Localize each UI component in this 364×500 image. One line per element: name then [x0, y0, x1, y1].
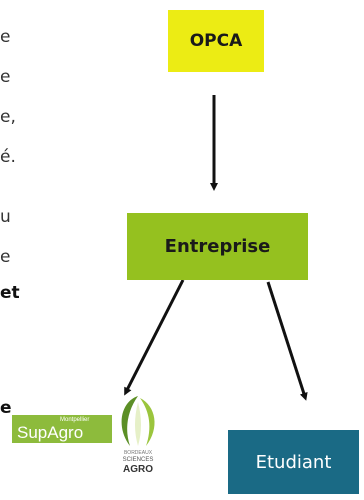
supagro-logo: Montpellier SupAgro — [12, 415, 112, 443]
bsa-logo-line1: BORDEAUX — [123, 450, 153, 456]
arrow-entreprise-to-school — [124, 279, 185, 396]
text-fragment-2: e — [0, 67, 11, 87]
node-etudiant: Etudiant — [228, 430, 359, 494]
bsa-logo-line3: AGRO — [123, 464, 153, 475]
text-fragment-8: e — [0, 398, 12, 418]
bordeaux-sciences-agro-logo: BORDEAUX SCIENCES AGRO — [110, 392, 166, 500]
arrow-entreprise-to-etudiant — [266, 281, 308, 401]
leaf-icon — [121, 396, 155, 446]
text-fragment-7: et — [0, 283, 20, 303]
supagro-logo-text: SupAgro — [17, 423, 84, 442]
node-entreprise: Entreprise — [127, 213, 308, 280]
text-fragment-5: u — [0, 207, 11, 227]
bsa-logo-line2: SCIENCES — [122, 457, 154, 463]
node-opca: OPCA — [168, 10, 264, 72]
text-fragment-4: é. — [0, 147, 16, 167]
text-fragment-6: e — [0, 247, 11, 267]
supagro-logo-subtext: Montpellier — [60, 417, 90, 423]
text-fragment-1: e — [0, 27, 11, 47]
text-fragment-3: e, — [0, 107, 16, 127]
